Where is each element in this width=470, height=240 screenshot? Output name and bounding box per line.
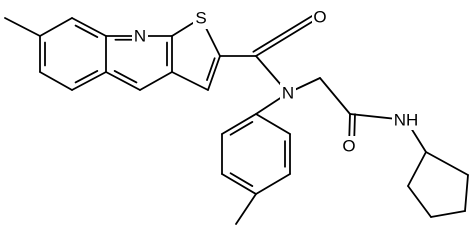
atom-label-layer: N S O N O NH <box>132 7 420 156</box>
ring-bond <box>255 113 291 135</box>
double-bond <box>74 24 99 38</box>
thiophene-sulfur-label: S <box>195 9 206 28</box>
ring-bond <box>139 71 173 91</box>
double-bond <box>229 121 254 136</box>
ring-bond <box>105 71 141 91</box>
carbonyl-double-bond <box>252 11 319 53</box>
molecule-drawing: N S O N O NH <box>4 7 469 225</box>
amide-nitrogen: N <box>280 83 296 103</box>
ring-bond <box>207 55 221 91</box>
ring-bond <box>407 185 432 218</box>
amine-nh: NH <box>392 110 420 130</box>
ring-bond <box>407 151 427 187</box>
double-bond <box>74 70 99 84</box>
quinoline-nitrogen-label: N <box>134 27 146 46</box>
molecule-structure: N S O N O NH <box>4 7 469 225</box>
ring-bond <box>39 71 73 91</box>
carbonyl-bond <box>255 16 321 57</box>
carbonyl-oxygen-1: O <box>312 7 329 27</box>
ring-bond <box>464 174 469 212</box>
amide-nitrogen-label: N <box>282 84 294 103</box>
carbonyl-oxygen-2-label: O <box>342 137 355 156</box>
methyl-bond <box>4 17 41 37</box>
quinoline-nitrogen: N <box>132 26 148 46</box>
double-bond <box>229 172 254 187</box>
ring-bond <box>71 17 107 37</box>
ring-bond <box>71 71 107 91</box>
carbonyl-oxygen-1-label: O <box>313 8 326 27</box>
methyl-bond <box>235 193 257 225</box>
thiophene-sulfur: S <box>193 8 209 29</box>
ring-bond <box>255 173 291 195</box>
amine-nh-label: NH <box>394 111 419 130</box>
ring-bond <box>171 71 209 91</box>
ring-bond <box>39 17 73 37</box>
chain-bond <box>319 77 351 115</box>
ring-bond <box>425 151 469 176</box>
ring-bond <box>221 173 257 195</box>
carbonyl-oxygen-2: O <box>341 136 358 156</box>
ring-bond <box>430 210 466 218</box>
double-bond <box>206 57 216 81</box>
ring-bond <box>221 113 257 135</box>
double-bond <box>113 70 138 84</box>
